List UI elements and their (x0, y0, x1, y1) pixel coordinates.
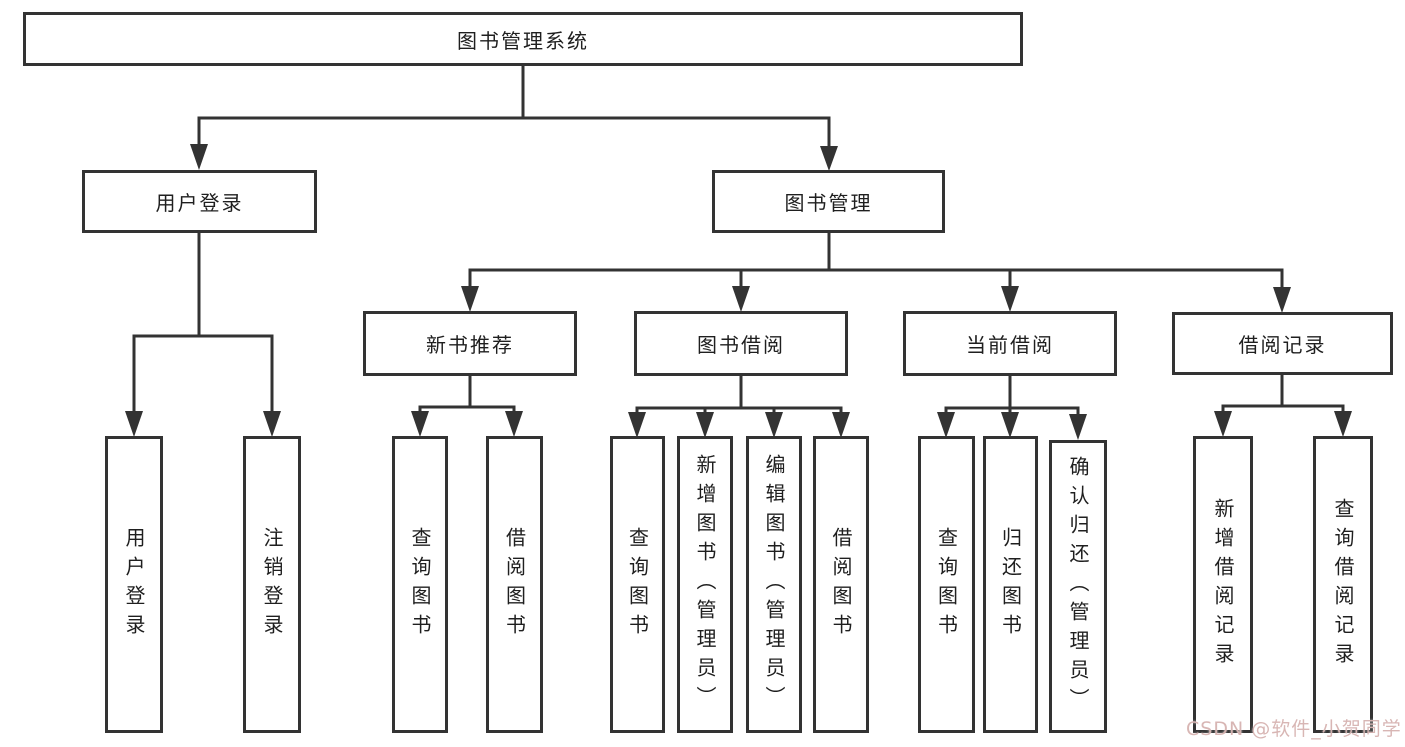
leaf-logout: 注销登录 (243, 436, 301, 733)
leaf-add-books-admin: 新增图书（管理员） (677, 436, 733, 733)
node-book-borrowing: 图书借阅 (634, 311, 848, 376)
node-borrowing-records-label: 借阅记录 (1238, 333, 1327, 357)
leaf-add-borrow-record: 新增借阅记录 (1193, 436, 1253, 733)
node-user-login: 用户登录 (82, 170, 317, 233)
node-new-book-recommend-label: 新书推荐 (426, 333, 514, 357)
leaf-logout-label: 注销登录 (260, 526, 284, 643)
leaf-query-books-borrowing-label: 查询图书 (625, 526, 650, 643)
leaf-borrow-books-recommend: 借阅图书 (486, 436, 543, 733)
connector-borrowing-records-to-leaves (1214, 373, 1352, 437)
leaf-borrow-books-recommend-label: 借阅图书 (502, 526, 527, 643)
node-user-login-label: 用户登录 (155, 191, 244, 215)
connector-new-book-recommend-to-leaves (411, 374, 523, 437)
csdn-watermark: CSDN @软件_小贺同学 (1186, 718, 1402, 740)
leaf-borrow-books-borrowing: 借阅图书 (813, 436, 869, 733)
leaf-query-books-current-label: 查询图书 (934, 526, 959, 643)
leaf-query-books-borrowing: 查询图书 (610, 436, 665, 733)
connector-user-login-to-leaves (125, 231, 281, 437)
node-root-label: 图书管理系统 (457, 28, 589, 53)
leaf-user-login-label: 用户登录 (122, 526, 146, 643)
leaf-return-books: 归还图书 (983, 436, 1038, 733)
leaf-query-borrow-record: 查询借阅记录 (1313, 436, 1373, 733)
node-book-management-label: 图书管理 (784, 191, 873, 215)
leaf-confirm-return-admin-label: 确认归还（管理员） (1066, 456, 1090, 717)
leaf-user-login: 用户登录 (105, 436, 163, 733)
leaf-edit-books-admin: 编辑图书（管理员） (746, 436, 802, 733)
node-current-borrowing-label: 当前借阅 (966, 333, 1054, 357)
leaf-confirm-return-admin: 确认归还（管理员） (1049, 440, 1107, 733)
connector-book-management-to-level3 (461, 231, 1291, 313)
leaf-query-borrow-record-label: 查询借阅记录 (1331, 497, 1355, 672)
node-borrowing-records: 借阅记录 (1172, 312, 1393, 375)
node-new-book-recommend: 新书推荐 (363, 311, 577, 376)
node-book-borrowing-label: 图书借阅 (697, 333, 785, 357)
leaf-add-borrow-record-label: 新增借阅记录 (1211, 497, 1235, 672)
leaf-query-books-current: 查询图书 (918, 436, 975, 733)
connector-root-to-level2 (190, 64, 838, 171)
connector-current-borrowing-to-leaves (937, 374, 1087, 440)
leaf-borrow-books-borrowing-label: 借阅图书 (829, 526, 853, 643)
leaf-query-books-recommend-label: 查询图书 (408, 526, 432, 643)
leaf-query-books-recommend: 查询图书 (392, 436, 448, 733)
node-current-borrowing: 当前借阅 (903, 311, 1117, 376)
node-root: 图书管理系统 (23, 12, 1023, 66)
connector-book-borrowing-to-leaves (628, 374, 850, 438)
node-book-management: 图书管理 (712, 170, 945, 233)
leaf-add-books-admin-label: 新增图书（管理员） (693, 454, 717, 715)
leaf-edit-books-admin-label: 编辑图书（管理员） (762, 454, 786, 715)
leaf-return-books-label: 归还图书 (998, 526, 1023, 643)
